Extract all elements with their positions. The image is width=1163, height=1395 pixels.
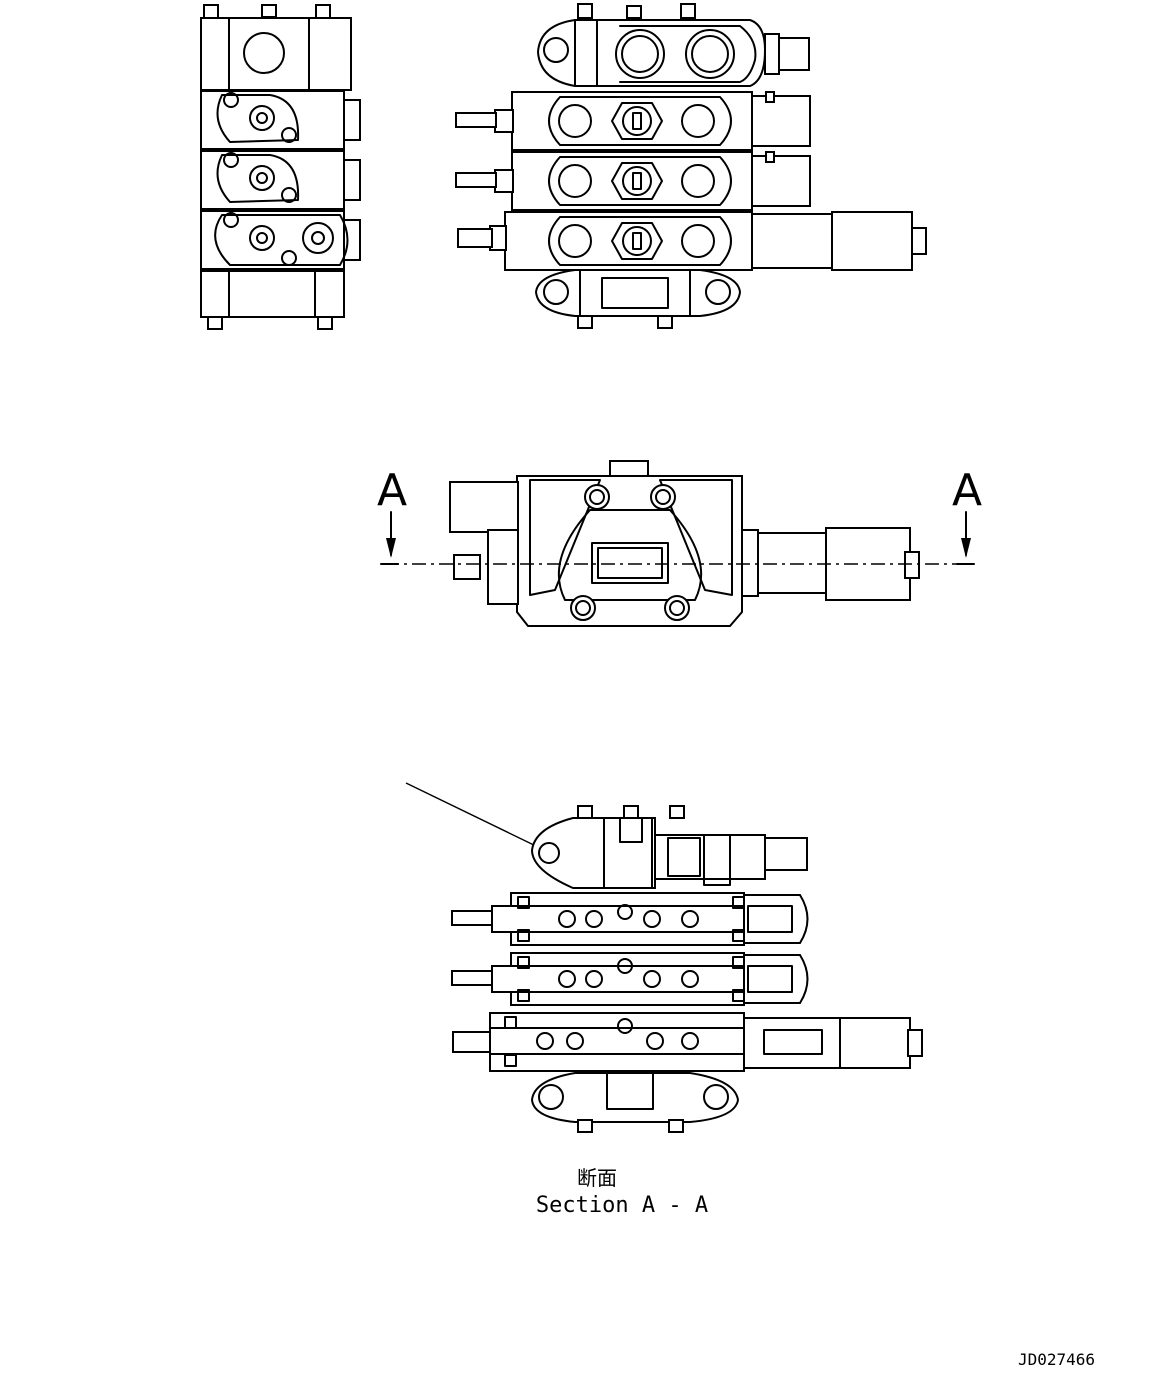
- spool-section-2: [455, 151, 811, 211]
- section-caption-en: Section A - A: [536, 1193, 708, 1218]
- section-marker-left: A: [377, 465, 407, 516]
- spool-section-1: [455, 91, 811, 151]
- valve-side-view: [200, 4, 361, 330]
- section-caption-jp: 断面: [577, 1166, 617, 1190]
- drawing-id: JD027466: [1018, 1350, 1095, 1369]
- spool-section-3: [457, 211, 927, 271]
- valve-top-view: A A: [377, 460, 982, 627]
- section-view: [405, 782, 923, 1133]
- spool-section-a-2: [451, 952, 809, 1006]
- spool-section-a-3: [452, 1012, 923, 1072]
- spool-section-a-1: [451, 892, 809, 946]
- section-marker-right: A: [952, 465, 982, 516]
- leader-line: [405, 782, 541, 849]
- valve-front-view: [455, 3, 927, 329]
